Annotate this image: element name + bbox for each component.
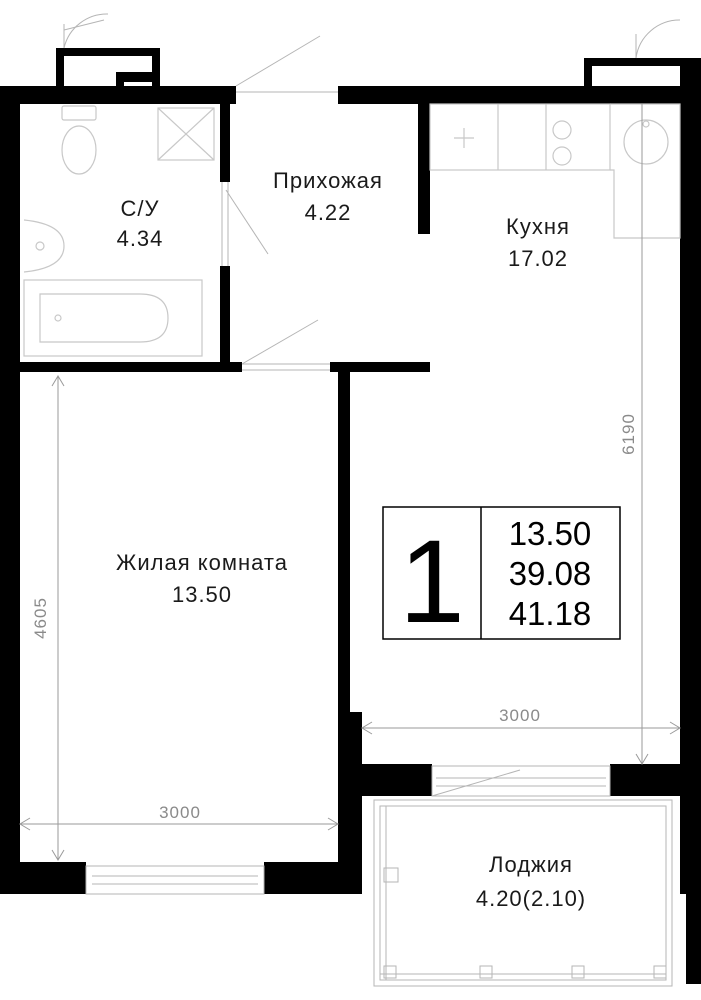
total-with-loggia-value: 41.18 — [509, 595, 592, 632]
dim-living-width: 3000 — [159, 803, 201, 822]
total-area-value: 39.08 — [509, 555, 592, 592]
room-name: Кухня — [506, 214, 570, 239]
room-bathroom: С/У 4.34 — [117, 196, 164, 251]
openings — [63, 13, 681, 895]
dim-kitchen-width: 3000 — [499, 706, 541, 725]
loggia-outline — [373, 799, 673, 987]
room-area: 4.34 — [117, 226, 164, 251]
room-area: 4.20(2.10) — [476, 886, 586, 911]
dim-kitchen-height: 6190 — [619, 413, 638, 455]
living-area-value: 13.50 — [509, 515, 592, 552]
room-hallway: Прихожая 4.22 — [273, 168, 383, 225]
room-area: 4.22 — [305, 200, 352, 225]
kitchen-fixtures — [429, 103, 681, 239]
room-name: С/У — [121, 196, 160, 221]
room-name: Жилая комната — [116, 550, 288, 575]
room-living: Жилая комната 13.50 — [116, 550, 288, 607]
room-area: 13.50 — [172, 582, 232, 607]
room-name: Прихожая — [273, 168, 383, 193]
walls — [0, 48, 701, 984]
summary-badge: 1 13.50 39.08 41.18 — [382, 506, 621, 648]
room-loggia: Лоджия 4.20(2.10) — [476, 852, 586, 911]
room-name: Лоджия — [489, 852, 573, 877]
room-kitchen: Кухня 17.02 — [506, 214, 570, 271]
bathroom-fixtures — [23, 105, 215, 357]
dim-living-height: 4605 — [31, 597, 50, 639]
rooms-count: 1 — [399, 516, 465, 648]
room-area: 17.02 — [508, 246, 568, 271]
dimension-lines — [19, 104, 681, 861]
